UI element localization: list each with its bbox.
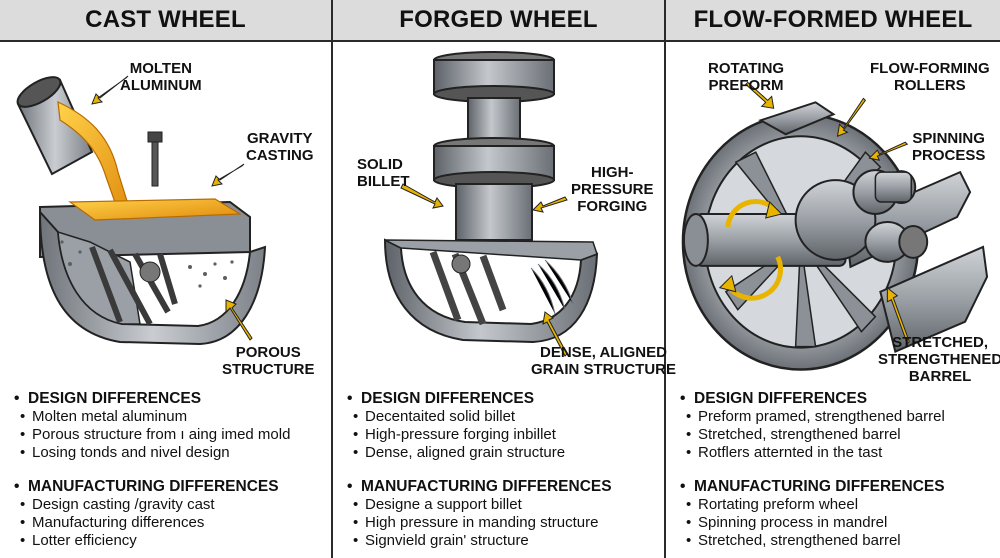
arrow-preform: [745, 81, 775, 109]
arrow-porous: [225, 299, 253, 341]
cast-design-title: DESIGN DIFFERENCES: [28, 390, 202, 407]
list-item: Rortating preform wheel: [680, 496, 945, 514]
cast-manufacturing-title: MANUFACTURING DIFFERENCES: [28, 478, 279, 495]
list-item: Molten metal aluminum: [14, 408, 290, 426]
list-item: Design casting /gravity cast: [14, 496, 279, 514]
list-item: Losing tonds and nivel design: [14, 444, 290, 462]
list-item: Manufacturing differences: [14, 514, 279, 532]
forged-design-section: •DESIGN DIFFERENCES Decentaited solid bi…: [347, 390, 565, 462]
flow-formed-design-title: DESIGN DIFFERENCES: [694, 390, 868, 407]
list-item: Decentaited solid billet: [347, 408, 565, 426]
arrow-barrel: [886, 286, 910, 345]
ladle: [16, 76, 94, 176]
list-item: Stretched, strengthened barrel: [680, 532, 945, 550]
forged-manufacturing-title: MANUFACTURING DIFFERENCES: [361, 478, 612, 495]
flow-formed-design-section: •DESIGN DIFFERENCES Preform pramed, stre…: [680, 390, 945, 462]
arrow-pressure: [531, 196, 568, 213]
arrow-grain: [542, 311, 568, 357]
list-item: Signvield grain' structure: [347, 532, 612, 550]
list-item: Dense, aligned grain structure: [347, 444, 565, 462]
flow-formed-manufacturing-section: •MANUFACTURING DIFFERENCES Rortating pre…: [680, 478, 945, 550]
mandrel-and-rollers: [682, 169, 929, 267]
forged-wheel-title: FORGED WHEEL: [333, 0, 664, 42]
list-item: High pressure in manding structure: [347, 514, 612, 532]
cast-wheel-body: [38, 209, 267, 346]
forged-wheel-body: [383, 238, 599, 344]
flow-formed-wheel-panel: FLOW-FORMED WHEEL: [666, 0, 1000, 558]
arrow-rollers: [836, 97, 867, 138]
list-item: Lotter efficiency: [14, 532, 279, 550]
arrow-gravity: [211, 163, 245, 187]
list-item: Spinning process in mandrel: [680, 514, 945, 532]
list-item: Stretched, strengthened barrel: [680, 426, 945, 444]
list-item: Porous structure from ı aing imed mold: [14, 426, 290, 444]
cast-wheel-title: CAST WHEEL: [0, 0, 331, 42]
forged-design-title: DESIGN DIFFERENCES: [361, 390, 535, 407]
cast-design-section: •DESIGN DIFFERENCES Molten metal aluminu…: [14, 390, 290, 462]
list-item: Preform pramed, strengthened barrel: [680, 408, 945, 426]
list-item: Designe a support billet: [347, 496, 612, 514]
flow-formed-wheel-illustration: [681, 81, 989, 371]
flow-formed-manufacturing-title: MANUFACTURING DIFFERENCES: [694, 478, 945, 495]
arrow-billet: [400, 183, 444, 209]
flow-formed-wheel-title: FLOW-FORMED WHEEL: [666, 0, 1000, 42]
list-item: High-pressure forging inbillet: [347, 426, 565, 444]
forged-manufacturing-section: •MANUFACTURING DIFFERENCES Designe a sup…: [347, 478, 612, 550]
arrow-spinning: [868, 141, 909, 161]
forging-press: [433, 51, 555, 241]
cast-wheel-panel: CAST WHEEL: [0, 0, 333, 558]
cast-manufacturing-section: •MANUFACTURING DIFFERENCES Design castin…: [14, 478, 279, 550]
list-item: Rotflers atternted in the tast: [680, 444, 945, 462]
cast-wheel-illustration: [16, 75, 267, 346]
arrow-molten: [91, 75, 129, 105]
forged-wheel-panel: FORGED WHEEL: [333, 0, 676, 558]
forged-wheel-illustration: [383, 51, 599, 357]
